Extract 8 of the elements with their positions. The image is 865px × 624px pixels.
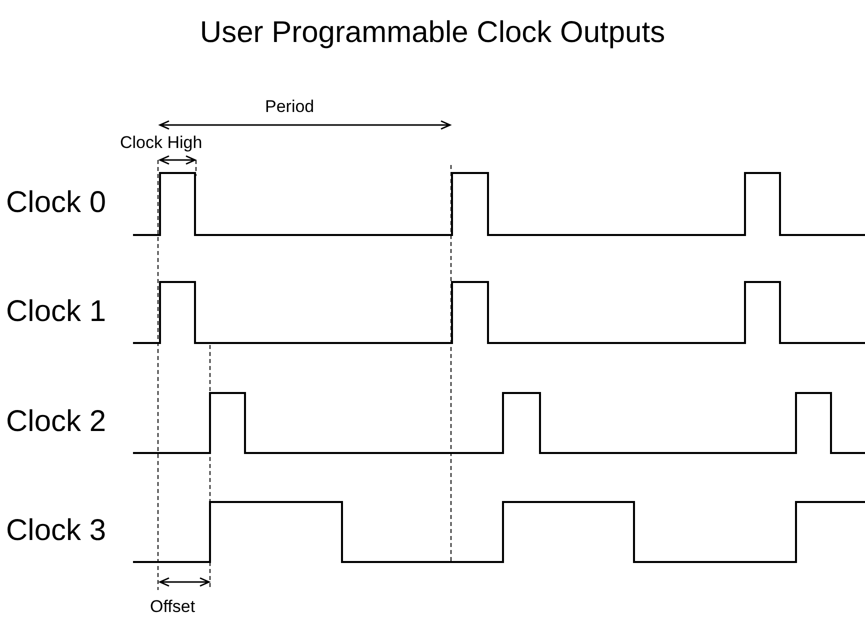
signal-label: Clock 0 — [6, 188, 106, 218]
signal-label: Clock 3 — [6, 516, 106, 546]
dimension-label: Offset — [150, 598, 196, 615]
dimension-label: Clock High — [120, 134, 202, 151]
diagram-title: User Programmable Clock Outputs — [198, 18, 666, 48]
signal-label: Clock 2 — [6, 407, 106, 437]
dimension-label: Period — [265, 98, 314, 115]
signal-label: Clock 1 — [6, 297, 106, 327]
